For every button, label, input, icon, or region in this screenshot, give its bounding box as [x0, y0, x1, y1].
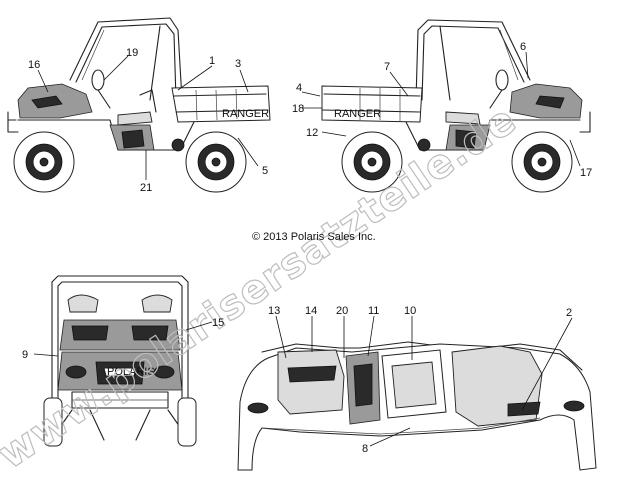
callout-20: 20: [336, 305, 348, 317]
callout-2: 2: [566, 307, 572, 319]
vehicle-left-side-view: RANGER: [7, 17, 271, 193]
vehicle-front-view: POLARIS: [43, 275, 197, 447]
callout-11: 11: [368, 305, 379, 317]
callout-18: 18: [292, 103, 304, 115]
callout-numbers: 1 2 3 4 5 6 7 8 9 10 11 12 13 14 15 16 1…: [22, 41, 592, 455]
callout-7: 7: [384, 61, 390, 73]
callout-17: 17: [580, 167, 592, 179]
front-wheel-left-front-view: [43, 397, 63, 447]
front-wheel-right-front-view: [177, 397, 197, 447]
ranger-decal-left: RANGER: [222, 108, 269, 120]
front-wheel-left: [13, 131, 75, 193]
copyright-notice: © 2013 Polaris Sales Inc.: [252, 231, 376, 243]
callout-6: 6: [520, 41, 526, 53]
callout-4: 4: [296, 82, 302, 94]
rear-wheel-right: [341, 131, 403, 193]
callout-14: 14: [305, 305, 317, 317]
callout-1: 1: [209, 55, 215, 67]
callout-16: 16: [28, 59, 40, 71]
leader-lines: [33, 51, 581, 447]
callout-15: 15: [212, 317, 224, 329]
callout-12: 12: [306, 127, 318, 139]
callout-10: 10: [404, 305, 416, 317]
callout-13: 13: [268, 305, 280, 317]
front-wheel-right: [511, 131, 573, 193]
vehicle-right-side-view: RANGER: [321, 19, 591, 193]
callout-19: 19: [126, 47, 138, 59]
rear-wheel-left: [185, 131, 247, 193]
callout-9: 9: [22, 349, 28, 361]
callout-5: 5: [262, 165, 268, 177]
callout-21: 21: [140, 182, 152, 194]
polaris-decal-front: POLARIS: [107, 366, 155, 378]
callout-8: 8: [362, 443, 368, 455]
dashboard-detail-view: [237, 341, 597, 471]
callout-3: 3: [235, 58, 241, 70]
ranger-decal-right: RANGER: [334, 108, 381, 120]
